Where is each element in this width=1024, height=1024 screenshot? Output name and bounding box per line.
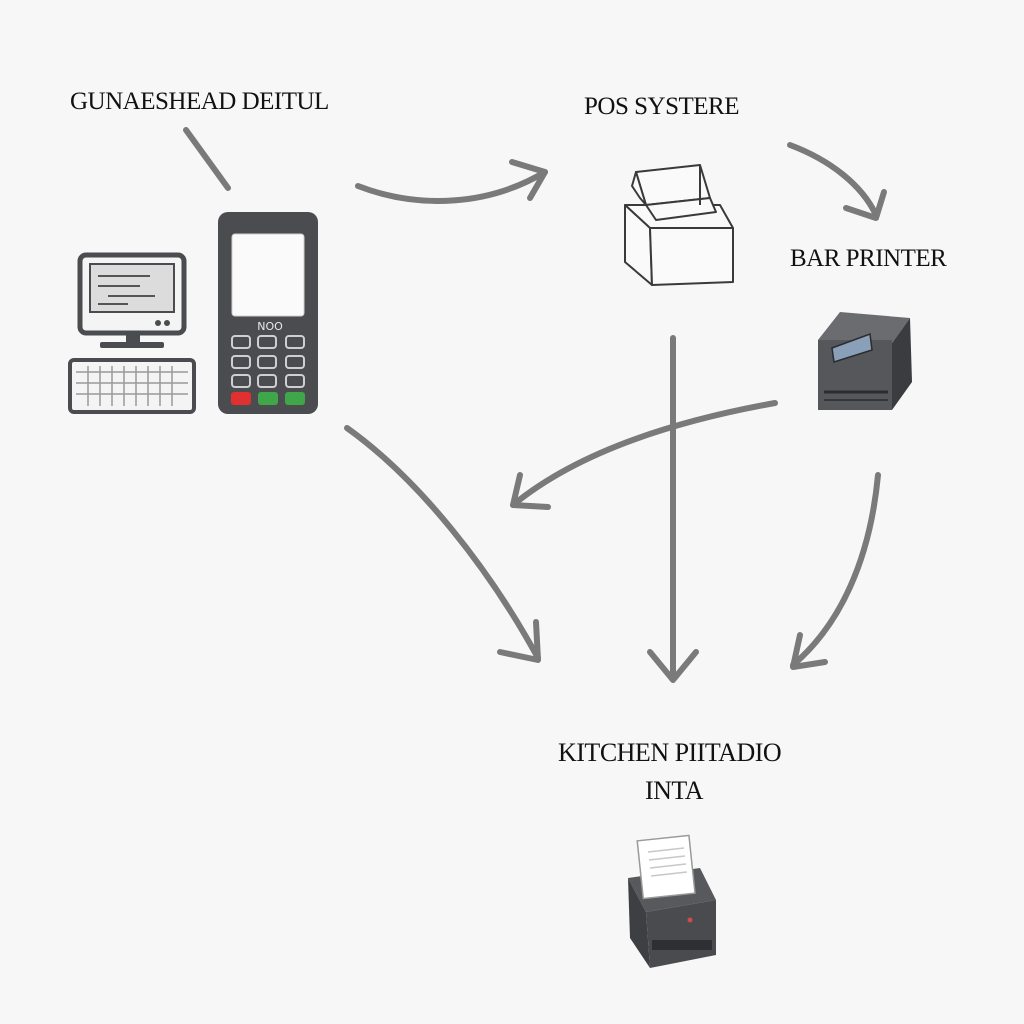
desktop-computer-icon bbox=[68, 252, 196, 414]
kitchen-printer-label-line1: KITCHEN PIITADIO bbox=[558, 738, 782, 767]
arrow-bar-printer-to-kitchen bbox=[790, 472, 881, 670]
arrow-pos-to-bar-printer bbox=[787, 142, 887, 221]
bar-printer-label: BAR PRINTER bbox=[790, 245, 947, 272]
pos-register-icon bbox=[624, 164, 734, 286]
kitchen-printer-label-line2: INTA bbox=[645, 776, 704, 805]
bar-printer-icon bbox=[818, 312, 912, 410]
kitchen-receipt-printer-icon bbox=[628, 834, 716, 968]
arrow-bar-printer-to-terminal bbox=[510, 400, 778, 510]
arrow-terminal-to-kitchen bbox=[344, 425, 541, 663]
label-pointer-line bbox=[183, 127, 231, 191]
arrow-pos-to-kitchen bbox=[647, 335, 699, 683]
payment-terminal-icon: NOO bbox=[218, 212, 318, 414]
terminal-screen-text: NOO bbox=[257, 320, 283, 333]
pos-system-label: POS SYSTERE bbox=[584, 93, 739, 120]
guest-device-label: GUNAESHEAD DEITUL bbox=[70, 88, 329, 115]
arrow-terminal-to-pos bbox=[355, 159, 548, 204]
